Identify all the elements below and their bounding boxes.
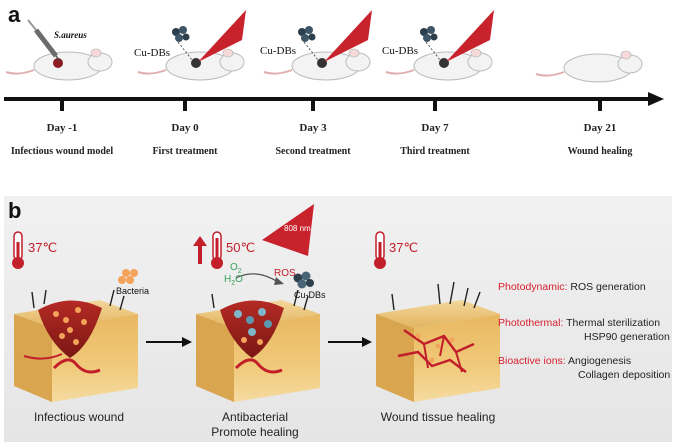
mechanism-text: ROS generation: [570, 281, 646, 293]
mechanism-key: Photodynamic:: [498, 281, 568, 293]
pathogen-label: S.aureus: [54, 30, 87, 40]
laser-cone-icon: [446, 10, 494, 62]
cu-dbs-particles-icon: [298, 26, 319, 61]
cu-dbs-particles-icon: [293, 271, 314, 289]
process-arrow-2: [328, 337, 372, 347]
tick-day-0: [183, 99, 187, 111]
process-arrow-1: [146, 337, 192, 347]
mechanism-key: Bioactive ions:: [498, 355, 566, 367]
temperature-label: 37℃: [28, 240, 58, 255]
mechanism-photothermal: Photothermal: Thermal sterilization HSP9…: [498, 316, 670, 344]
material-label-day-7: Cu-DBs: [382, 45, 419, 57]
laser-wavelength-label: 808 nm: [284, 224, 311, 233]
temperature-label: 37℃: [389, 240, 419, 255]
skin-block-wound-healing: [376, 281, 500, 402]
thermometer-icon: [374, 231, 386, 269]
panel-b-letter: b: [8, 198, 22, 223]
day-label: Day 3: [299, 122, 327, 134]
ros-arrow-icon: [235, 273, 284, 285]
day-label: Day 21: [583, 122, 617, 134]
timeline-arrowhead: [648, 92, 664, 106]
tick-day-3: [311, 99, 315, 111]
stage-label: Third treatment: [400, 146, 470, 157]
laser-cone-icon: [198, 10, 246, 62]
tick-day-7: [433, 99, 437, 111]
mouse-icon-day-3: [263, 48, 371, 81]
panel-b-mechanism-schematic: b: [4, 196, 672, 442]
stage-label: First treatment: [152, 146, 218, 157]
material-label-day-3: Cu-DBs: [260, 45, 297, 57]
mouse-icon-day-minus-1: [5, 48, 113, 81]
temperature-label: 50℃: [226, 240, 256, 255]
material-label: Cu-DBs: [294, 290, 326, 300]
mechanism-bioactive-ions: Bioactive ions: Angiogenesis Collagen de…: [498, 354, 670, 382]
cu-dbs-particles-icon: [420, 26, 441, 61]
thermometer-icon: [12, 231, 24, 269]
mechanism-graphic: [12, 204, 500, 402]
mechanism-text: Thermal sterilization: [566, 317, 661, 329]
day-label: Day 0: [171, 122, 199, 134]
material-label-day-0: Cu-DBs: [134, 47, 171, 59]
mechanism-text: HSP90 generation: [584, 331, 670, 343]
tick-day-minus-1: [60, 99, 64, 111]
bacteria-label: Bacteria: [116, 286, 150, 296]
cu-dbs-particles-icon: [172, 26, 193, 61]
caption-wound-tissue-healing: Wound tissue healing: [380, 410, 496, 424]
mouse-icon-day-21: [535, 50, 643, 83]
laser-cone-icon: [324, 10, 372, 62]
water-label: H2O: [224, 274, 243, 287]
stage-label: Wound healing: [567, 146, 633, 157]
day-label: Day -1: [46, 122, 78, 134]
caption-antibacterial: Antibacterial: [221, 410, 289, 424]
mouse-icon-day-7: [385, 48, 493, 81]
skin-block-infectious-wound: [14, 289, 138, 402]
tick-day-21: [598, 99, 602, 111]
laser-cone-icon: [262, 204, 314, 256]
syringe-icon: [27, 19, 61, 62]
stage-label: Infectious wound model: [10, 146, 114, 157]
thermometer-icon: [211, 231, 223, 269]
mechanism-text: Angiogenesis: [568, 355, 632, 367]
wound-spot: [53, 58, 63, 68]
bacteria-icon: [118, 269, 138, 284]
stage-label: Second treatment: [275, 146, 351, 157]
mechanism-photodynamic: Photodynamic: ROS generation: [498, 280, 646, 294]
skin-block-antibacterial: [196, 289, 320, 402]
day-label: Day 7: [421, 122, 449, 134]
temperature-up-arrow-icon: [193, 236, 207, 264]
mechanism-text: Collagen deposition: [578, 369, 671, 381]
panel-a-treatment-timeline: a: [0, 0, 676, 190]
oxygen-label: O2: [230, 262, 242, 275]
caption-promote-healing: Promote healing: [211, 425, 299, 439]
caption-infectious-wound: Infectious wound: [33, 410, 125, 424]
mechanism-key: Photothermal:: [498, 317, 564, 329]
ros-label: ROS: [274, 268, 296, 279]
timeline-graphic: [4, 10, 664, 111]
mouse-icon-day-0: [137, 48, 245, 81]
panel-a-letter: a: [8, 2, 21, 27]
